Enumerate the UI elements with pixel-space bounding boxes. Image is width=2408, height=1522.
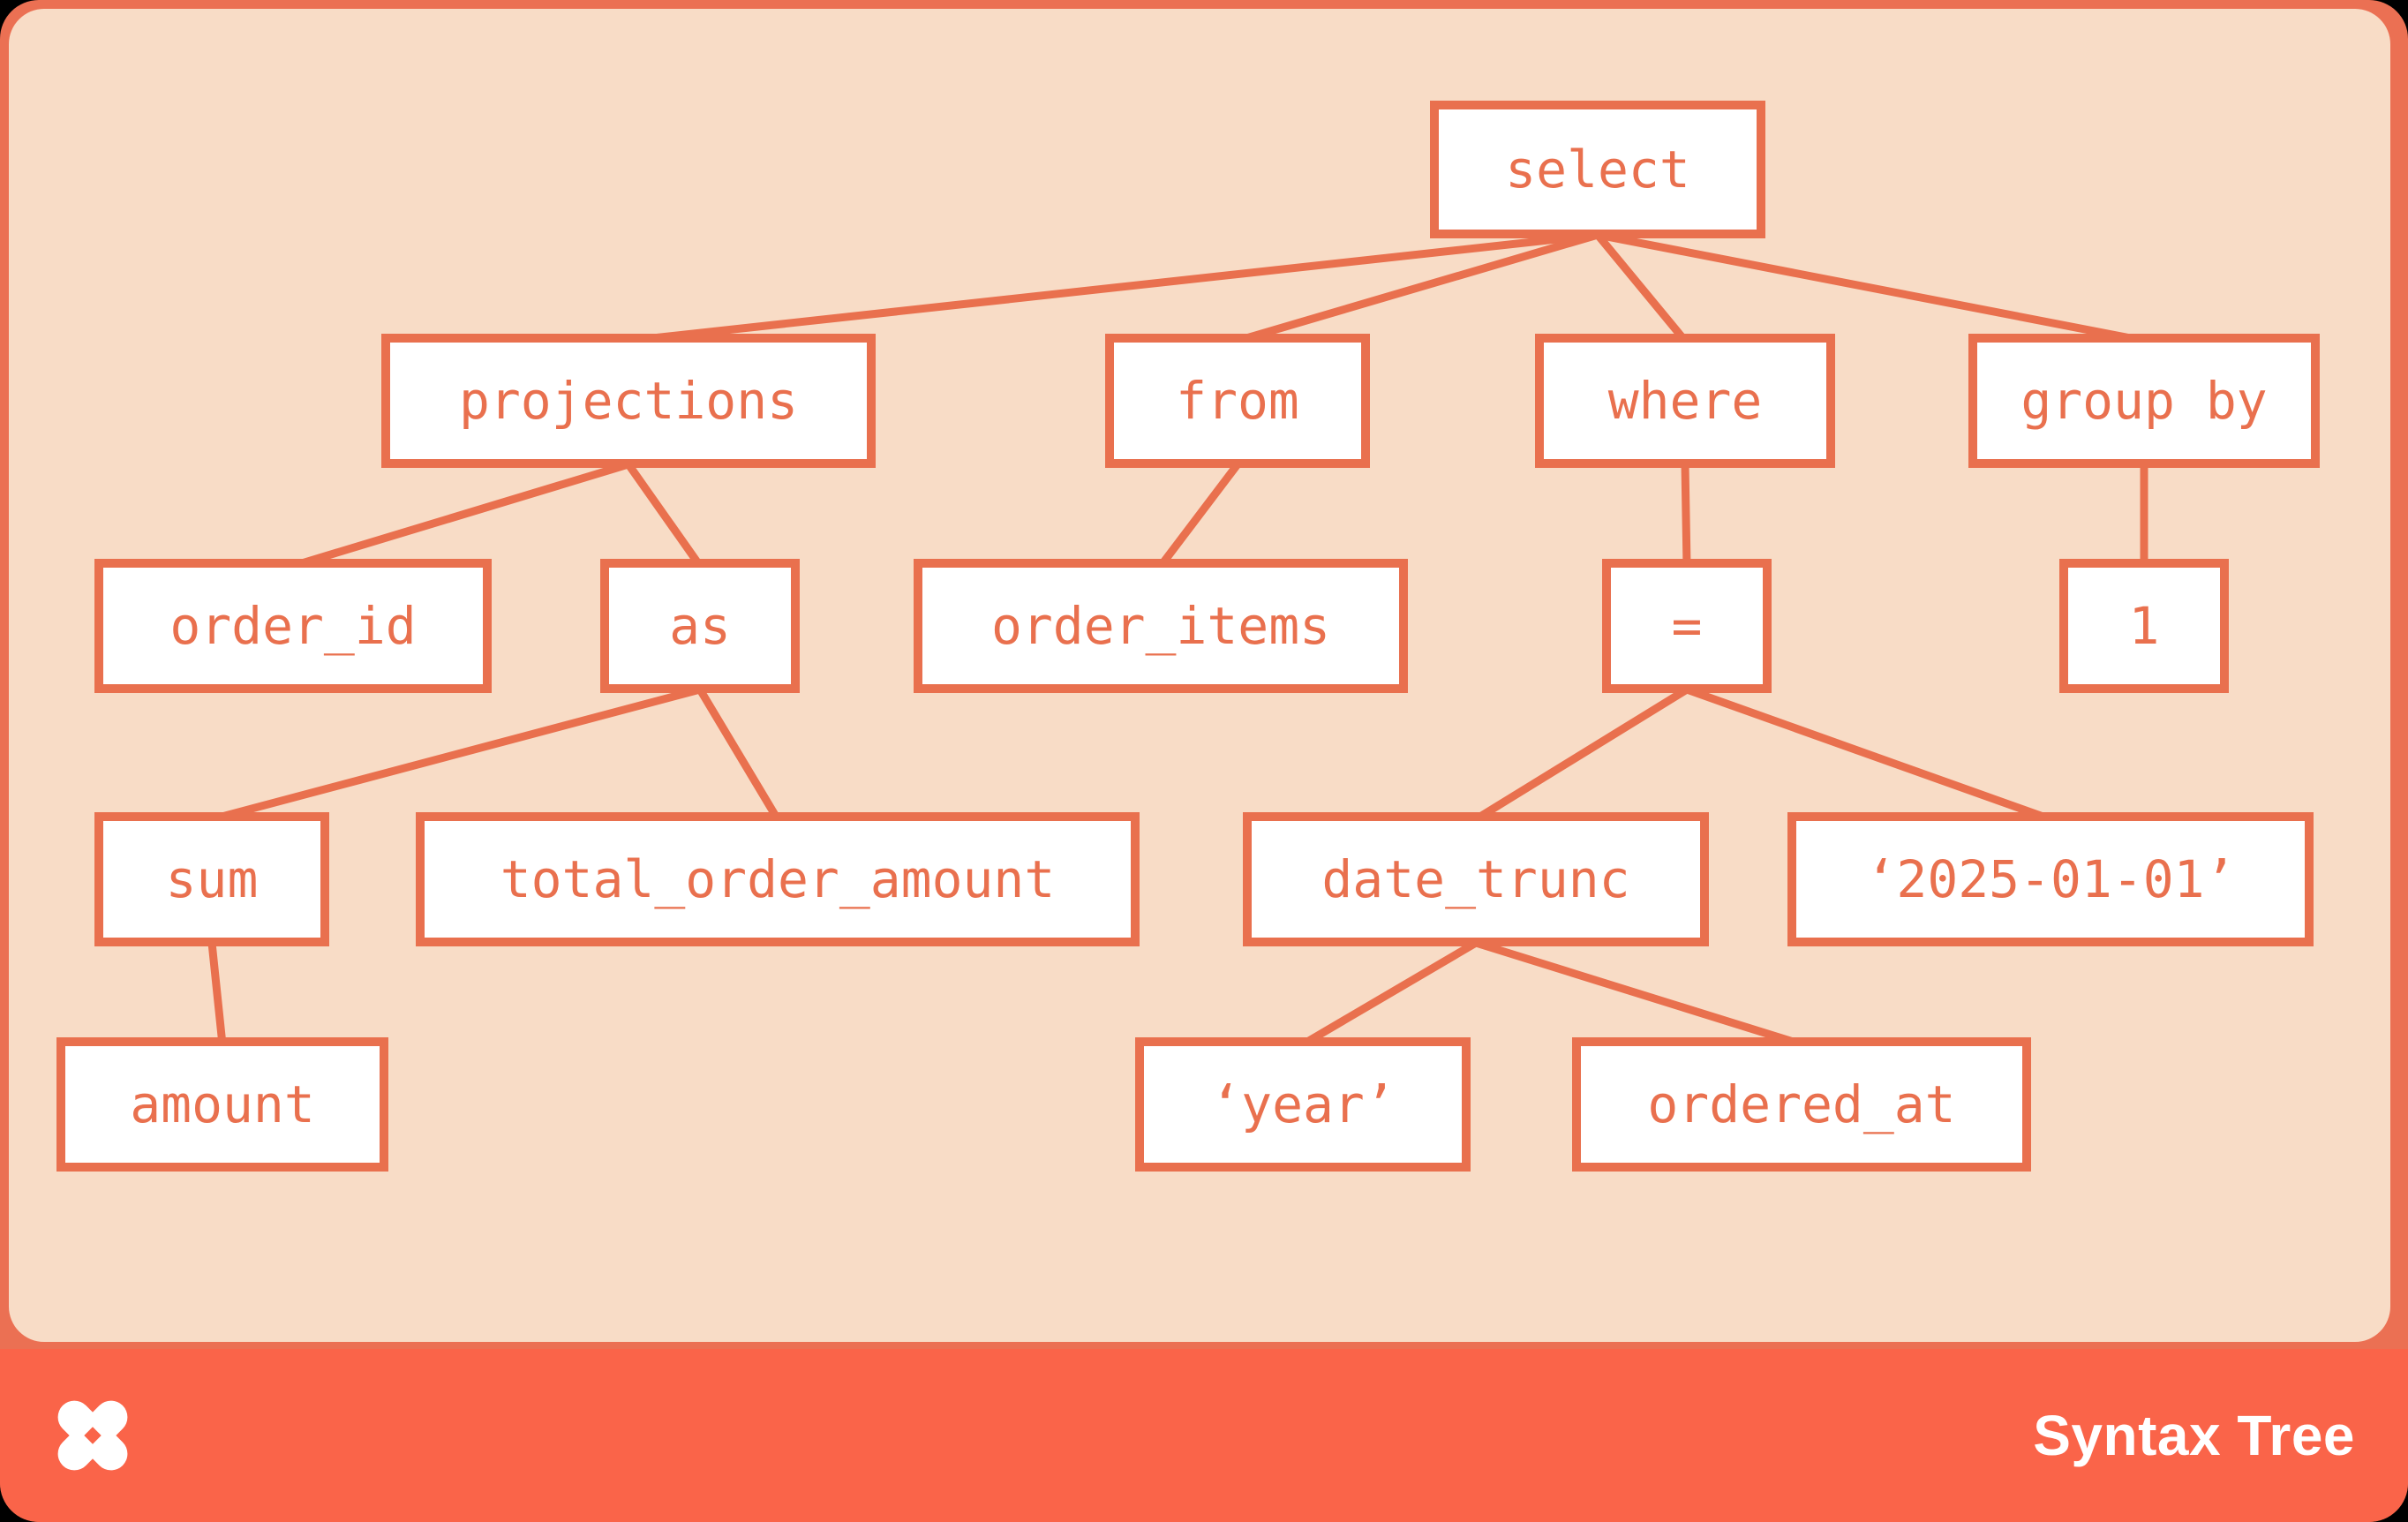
tree-node-ordered_at: ordered_at xyxy=(1572,1037,2031,1172)
tree-node-sum: sum xyxy=(94,812,329,946)
tree-node-select: select xyxy=(1430,101,1765,238)
tree-node-label-as: as xyxy=(669,596,731,656)
tree-node-where: where xyxy=(1535,334,1835,468)
tree-edges-layer xyxy=(207,230,2148,1049)
tree-edge-as-total_order_amount xyxy=(696,687,781,822)
tree-node-label-order_items: order_items xyxy=(990,596,1331,656)
tree-node-label-from: from xyxy=(1176,371,1299,431)
tree-edge-select-projections xyxy=(628,230,1599,345)
tree-node-label-date_trunc: date_trunc xyxy=(1321,849,1630,909)
tree-node-label-year_literal: ‘year’ xyxy=(1210,1074,1396,1134)
tree-node-from: from xyxy=(1105,334,1370,468)
tree-edge-select-from xyxy=(1236,230,1599,345)
tree-node-label-select: select xyxy=(1505,139,1690,200)
tree-node-label-projections: projections xyxy=(458,371,799,431)
tree-node-as: as xyxy=(600,559,800,693)
tree-node-projections: projections xyxy=(381,334,876,468)
tree-node-year_literal: ‘year’ xyxy=(1135,1037,1471,1172)
tree-edge-projections-as xyxy=(625,462,704,569)
tree-node-order_id: order_id xyxy=(94,559,492,693)
tree-node-label-total_order_amount: total_order_amount xyxy=(500,849,1056,909)
tree-node-label-amount: amount xyxy=(130,1074,315,1134)
tree-node-one: 1 xyxy=(2059,559,2229,693)
footer-title: Syntax Tree xyxy=(2033,1404,2355,1467)
tree-node-label-eq: = xyxy=(1671,596,1703,656)
tree-node-label-where: where xyxy=(1607,371,1763,431)
tree-node-label-one: 1 xyxy=(2128,596,2160,656)
tree-node-eq: = xyxy=(1602,559,1772,693)
tree-edge-sum-amount xyxy=(207,942,227,1045)
tree-node-label-date_literal: ‘2025-01-01’ xyxy=(1865,849,2236,909)
tree-edge-date_trunc-ordered_at xyxy=(1474,938,1803,1049)
tree-edge-date_trunc-year_literal xyxy=(1300,939,1479,1048)
tree-edge-select-group_by xyxy=(1597,230,2145,345)
tree-edge-eq-date_literal xyxy=(1685,685,2052,824)
tree-edge-as-sum xyxy=(210,685,702,824)
tree-node-label-order_id: order_id xyxy=(169,596,417,656)
tree-node-label-sum: sum xyxy=(165,849,259,909)
tree-node-order_items: order_items xyxy=(914,559,1408,693)
tree-edge-where-eq xyxy=(1681,463,1691,567)
tree-nodes-layer: select projections from where group by order_… xyxy=(9,9,2390,1342)
tree-node-amount: amount xyxy=(56,1037,388,1172)
tree-node-label-ordered_at: ordered_at xyxy=(1647,1074,1956,1134)
tree-node-label-group_by: group by xyxy=(2020,371,2268,431)
tree-node-group_by: group by xyxy=(1968,334,2320,468)
tree-node-date_trunc: date_trunc xyxy=(1243,812,1709,946)
diagram-panel: select projections from where group by order_… xyxy=(9,9,2390,1342)
tree-edge-select-where xyxy=(1594,232,1689,343)
tree-node-date_literal: ‘2025-01-01’ xyxy=(1787,812,2314,946)
tree-edge-eq-date_trunc xyxy=(1473,686,1689,823)
tree-edge-projections-order_id xyxy=(291,460,630,570)
tree-node-total_order_amount: total_order_amount xyxy=(416,812,1140,946)
footer-bar: Syntax Tree xyxy=(0,1349,2408,1522)
x-pinwheel-logo-icon xyxy=(57,1400,128,1471)
tree-edge-from-order_items xyxy=(1157,462,1241,569)
